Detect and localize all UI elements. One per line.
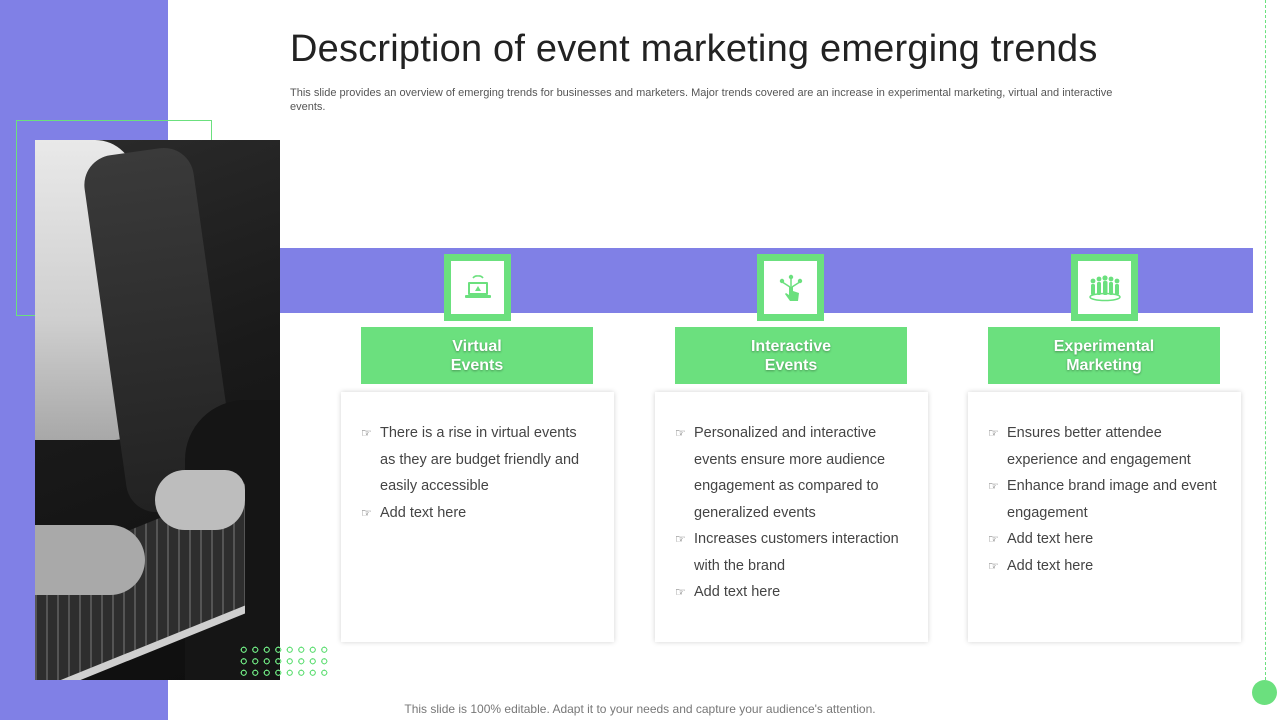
interactive-events-label: Interactive Events	[675, 327, 907, 384]
pointing-hand-bullet-icon: ☞	[988, 479, 999, 493]
list-item: ☞Add text here	[988, 553, 1221, 580]
experimental-marketing-icon-box	[1071, 254, 1138, 321]
touch-network-icon	[779, 274, 802, 301]
list-item: ☞Enhance brand image and event engagemen…	[988, 473, 1221, 526]
laptop-icon	[464, 274, 491, 298]
pointing-hand-bullet-icon: ☞	[988, 558, 999, 573]
list-item: ☞Personalized and interactive events ens…	[675, 420, 908, 526]
experimental-marketing-label-line1: Experimental	[1053, 337, 1155, 355]
list-item: ☞Add text here	[675, 579, 908, 606]
footer-note: This slide is 100% editable. Adapt it to…	[0, 702, 1280, 716]
decorative-corner-circle	[1252, 680, 1277, 705]
pointing-hand-bullet-icon: ☞	[675, 585, 686, 599]
slide-subtitle: This slide provides an overview of emerg…	[290, 87, 1113, 113]
virtual-events-label-line1: Virtual	[452, 337, 502, 355]
list-item: ☞Ensures better attendee experience and …	[988, 420, 1221, 473]
laptop-user-photo	[35, 140, 280, 680]
list-item: ☞There is a rise in virtual events as th…	[361, 420, 594, 500]
list-item: ☞Increases customers interaction with th…	[675, 526, 908, 579]
experimental-marketing-label: Experimental Marketing	[988, 327, 1220, 384]
list-item: ☞Add text here	[988, 526, 1221, 553]
pointing-hand-bullet-icon: ☞	[675, 532, 686, 546]
pointing-hand-bullet-icon: ☞	[361, 426, 372, 440]
virtual-events-icon-box	[444, 254, 511, 321]
pointing-hand-bullet-icon: ☞	[675, 426, 686, 440]
decorative-dashed-line	[1265, 0, 1266, 680]
decorative-dot-grid	[238, 644, 328, 676]
virtual-events-card: ☞There is a rise in virtual events as th…	[341, 392, 614, 642]
interactive-events-label-line1: Interactive	[750, 337, 832, 355]
experimental-marketing-label-line2: Marketing	[1066, 356, 1142, 374]
interactive-events-card: ☞Personalized and interactive events ens…	[655, 392, 928, 642]
virtual-events-label: Virtual Events	[361, 327, 593, 384]
pointing-hand-bullet-icon: ☞	[988, 426, 999, 440]
list-item: ☞Add text here	[361, 500, 594, 527]
slide-title: Description of event marketing emerging …	[290, 28, 1098, 70]
interactive-events-icon-box	[757, 254, 824, 321]
pointing-hand-bullet-icon: ☞	[988, 532, 999, 546]
virtual-events-label-line2: Events	[450, 356, 504, 374]
pointing-hand-bullet-icon: ☞	[361, 505, 372, 520]
footer-text: This slide is 100% editable. Adapt it to…	[404, 702, 876, 716]
interactive-events-label-line2: Events	[764, 356, 818, 374]
experimental-marketing-card: ☞Ensures better attendee experience and …	[968, 392, 1241, 642]
crowd-icon	[1088, 274, 1121, 301]
